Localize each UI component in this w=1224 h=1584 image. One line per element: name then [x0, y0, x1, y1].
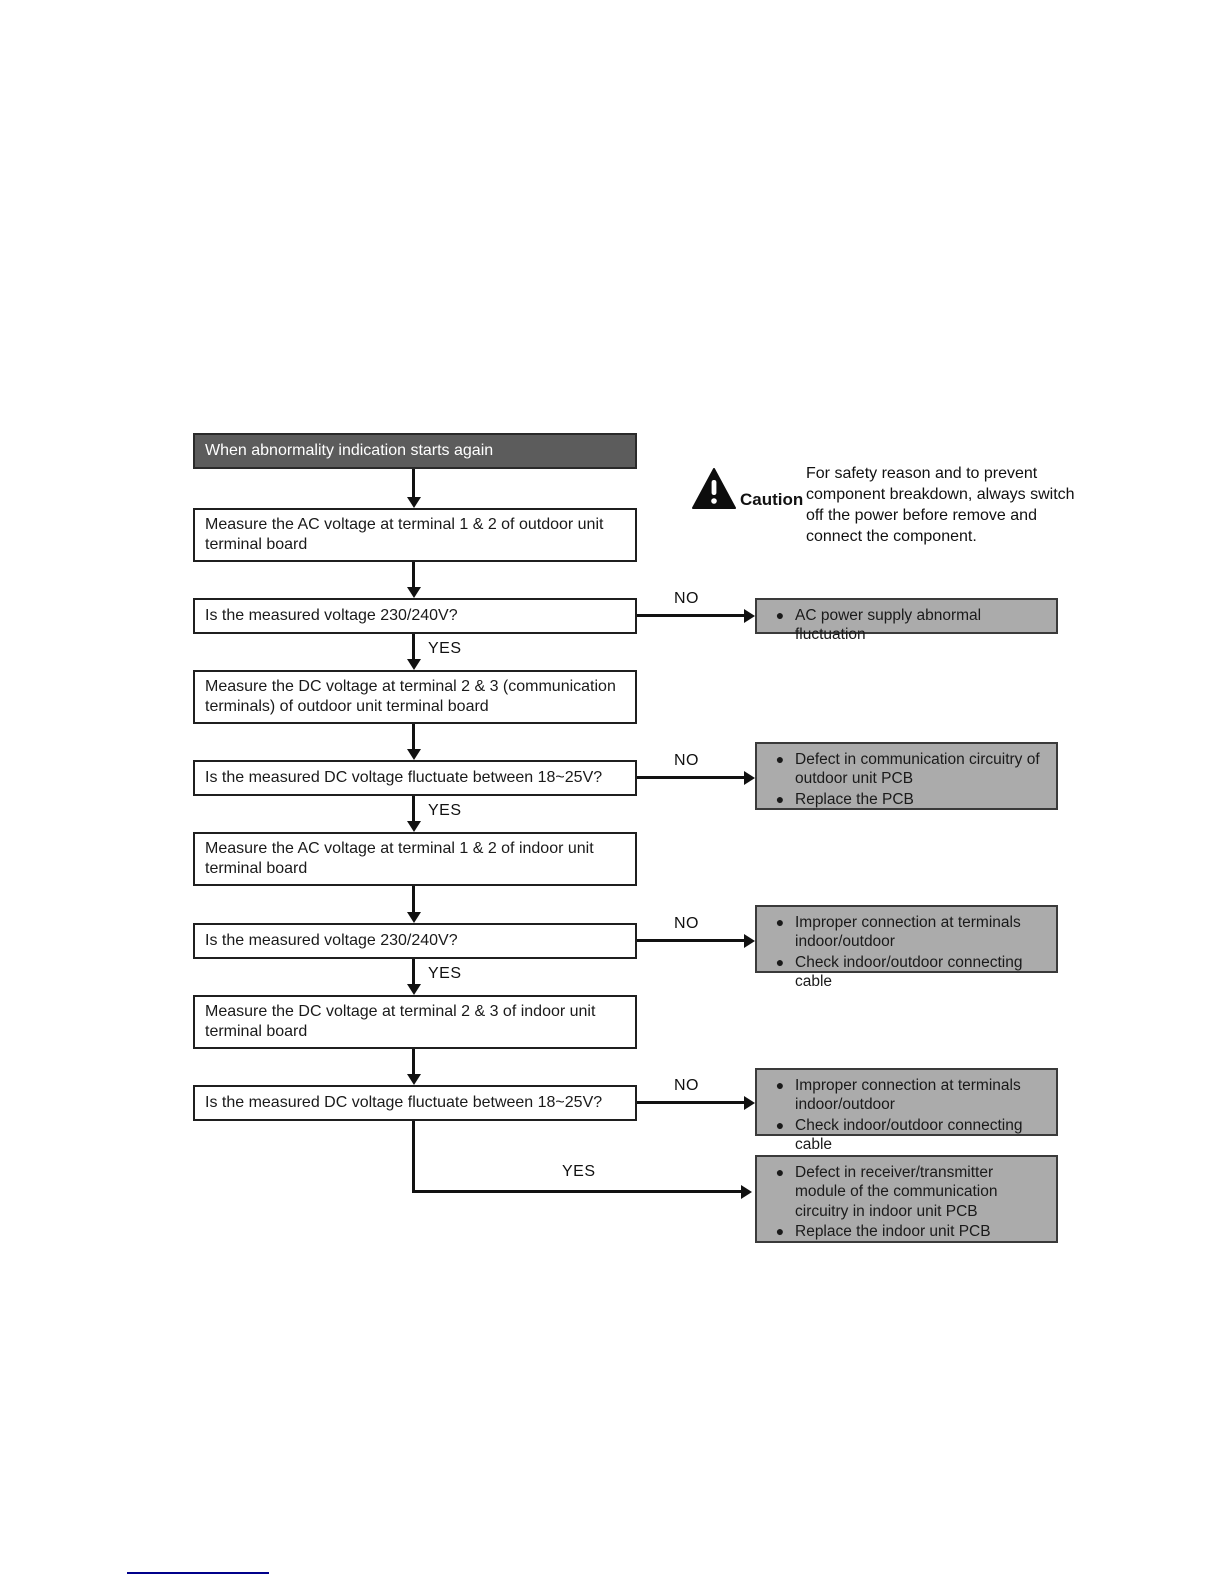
arrow-down-icon: [407, 659, 421, 670]
flow-node-text: Measure the DC voltage at terminal 2 & 3…: [205, 678, 616, 715]
flow-start-node: When abnormality indication starts again: [193, 433, 637, 469]
bullet-icon: ●: [775, 953, 785, 970]
caution-text: For safety reason and to prevent compone…: [806, 465, 1075, 546]
arrow-down-icon: [407, 984, 421, 995]
connector-line: [412, 796, 415, 822]
no-branch-label: NO: [674, 1077, 699, 1094]
connector-line: [412, 959, 415, 985]
yes-branch-label: YES: [562, 1163, 596, 1180]
arrow-down-icon: [407, 587, 421, 598]
flow-node-text: Measure the AC voltage at terminal 1 & 2…: [205, 516, 604, 553]
connector-line: [412, 562, 415, 588]
flow-node-text: Measure the DC voltage at terminal 2 & 3…: [205, 1003, 596, 1040]
arrow-down-icon: [407, 821, 421, 832]
arrow-down-icon: [407, 497, 421, 508]
arrow-right-icon: [741, 1185, 752, 1199]
result-item: Replace the PCB: [795, 790, 914, 808]
arrow-right-icon: [744, 609, 755, 623]
result-item: AC power supply abnormal fluctuation: [795, 607, 982, 644]
connector-line: [412, 1121, 415, 1193]
flow-node-voltage-check-indoor: Is the measured voltage 230/240V?: [193, 923, 637, 959]
flow-node-measure-dc-outdoor: Measure the DC voltage at terminal 2 & 3…: [193, 670, 637, 724]
connector-line: [412, 724, 415, 750]
result-item: Check indoor/outdoor connecting cable: [795, 1116, 1023, 1154]
bullet-icon: ●: [775, 1116, 785, 1133]
flow-node-text: Measure the AC voltage at terminal 1 & 2…: [205, 840, 594, 877]
arrow-right-icon: [744, 771, 755, 785]
yes-branch-label: YES: [428, 640, 462, 657]
arrow-down-icon: [407, 749, 421, 760]
flow-result-ac-power-fluctuation: ● AC power supply abnormal fluctuation: [755, 598, 1058, 643]
flow-start-label: When abnormality indication starts again: [205, 442, 494, 460]
connector-line: [637, 939, 745, 942]
flow-node-voltage-check-outdoor: Is the measured voltage 230/240V?: [193, 598, 637, 634]
flow-node-dc-fluctuate-check-outdoor: Is the measured DC voltage fluctuate bet…: [193, 760, 637, 796]
connector-line: [637, 1101, 745, 1104]
flow-node-text: Is the measured voltage 230/240V?: [205, 932, 458, 950]
bullet-icon: ●: [775, 1077, 785, 1093]
bullet-icon: ●: [775, 1164, 785, 1180]
yes-branch-label: YES: [428, 802, 462, 819]
flow-node-text: Is the measured voltage 230/240V?: [205, 607, 458, 625]
footer-link-underline: [127, 1572, 269, 1574]
flow-node-text: Is the measured DC voltage fluctuate bet…: [205, 1094, 603, 1112]
yes-branch-label: YES: [428, 965, 462, 982]
arrow-down-icon: [407, 912, 421, 923]
connector-line: [637, 776, 745, 779]
flow-result-improper-connection-1: ● Improper connection at terminals indoo…: [755, 905, 1058, 990]
no-branch-label: NO: [674, 915, 699, 932]
result-item: Replace the indoor unit PCB: [795, 1223, 991, 1241]
connector-line: [412, 469, 415, 498]
flow-result-indoor-pcb-defect: ● Defect in receiver/transmitter module …: [755, 1155, 1058, 1243]
no-branch-label: NO: [674, 590, 699, 607]
bullet-icon: ●: [775, 1223, 785, 1240]
flow-result-outdoor-pcb-defect: ● Defect in communication circuitry of o…: [755, 742, 1058, 810]
caution-label: Caution: [740, 490, 804, 509]
flow-node-measure-ac-outdoor: Measure the AC voltage at terminal 1 & 2…: [193, 508, 637, 562]
connector-line: [412, 886, 415, 913]
arrow-down-icon: [407, 1074, 421, 1085]
flow-node-measure-dc-indoor: Measure the DC voltage at terminal 2 & 3…: [193, 995, 637, 1049]
arrow-right-icon: [744, 1096, 755, 1110]
flow-node-measure-ac-indoor: Measure the AC voltage at terminal 1 & 2…: [193, 832, 637, 886]
result-item: Improper connection at terminals indoor/…: [795, 1077, 1021, 1114]
result-item: Improper connection at terminals indoor/…: [795, 914, 1021, 951]
bullet-icon: ●: [775, 607, 785, 623]
connector-line: [412, 634, 415, 660]
flow-node-dc-fluctuate-check-indoor: Is the measured DC voltage fluctuate bet…: [193, 1085, 637, 1121]
bullet-icon: ●: [775, 914, 785, 930]
arrow-right-icon: [744, 934, 755, 948]
result-item: Defect in receiver/transmitter module of…: [795, 1164, 998, 1220]
bullet-icon: ●: [775, 751, 785, 767]
flow-node-text: Is the measured DC voltage fluctuate bet…: [205, 769, 603, 787]
no-branch-label: NO: [674, 752, 699, 769]
connector-line: [637, 614, 745, 617]
result-item: Check indoor/outdoor connecting cable: [795, 953, 1023, 991]
connector-line: [412, 1049, 415, 1075]
bullet-icon: ●: [775, 790, 785, 807]
connector-line: [412, 1190, 742, 1193]
result-item: Defect in communication circuitry of out…: [795, 751, 1040, 788]
flow-result-improper-connection-2: ● Improper connection at terminals indoo…: [755, 1068, 1058, 1153]
warning-triangle-icon: [692, 468, 736, 515]
